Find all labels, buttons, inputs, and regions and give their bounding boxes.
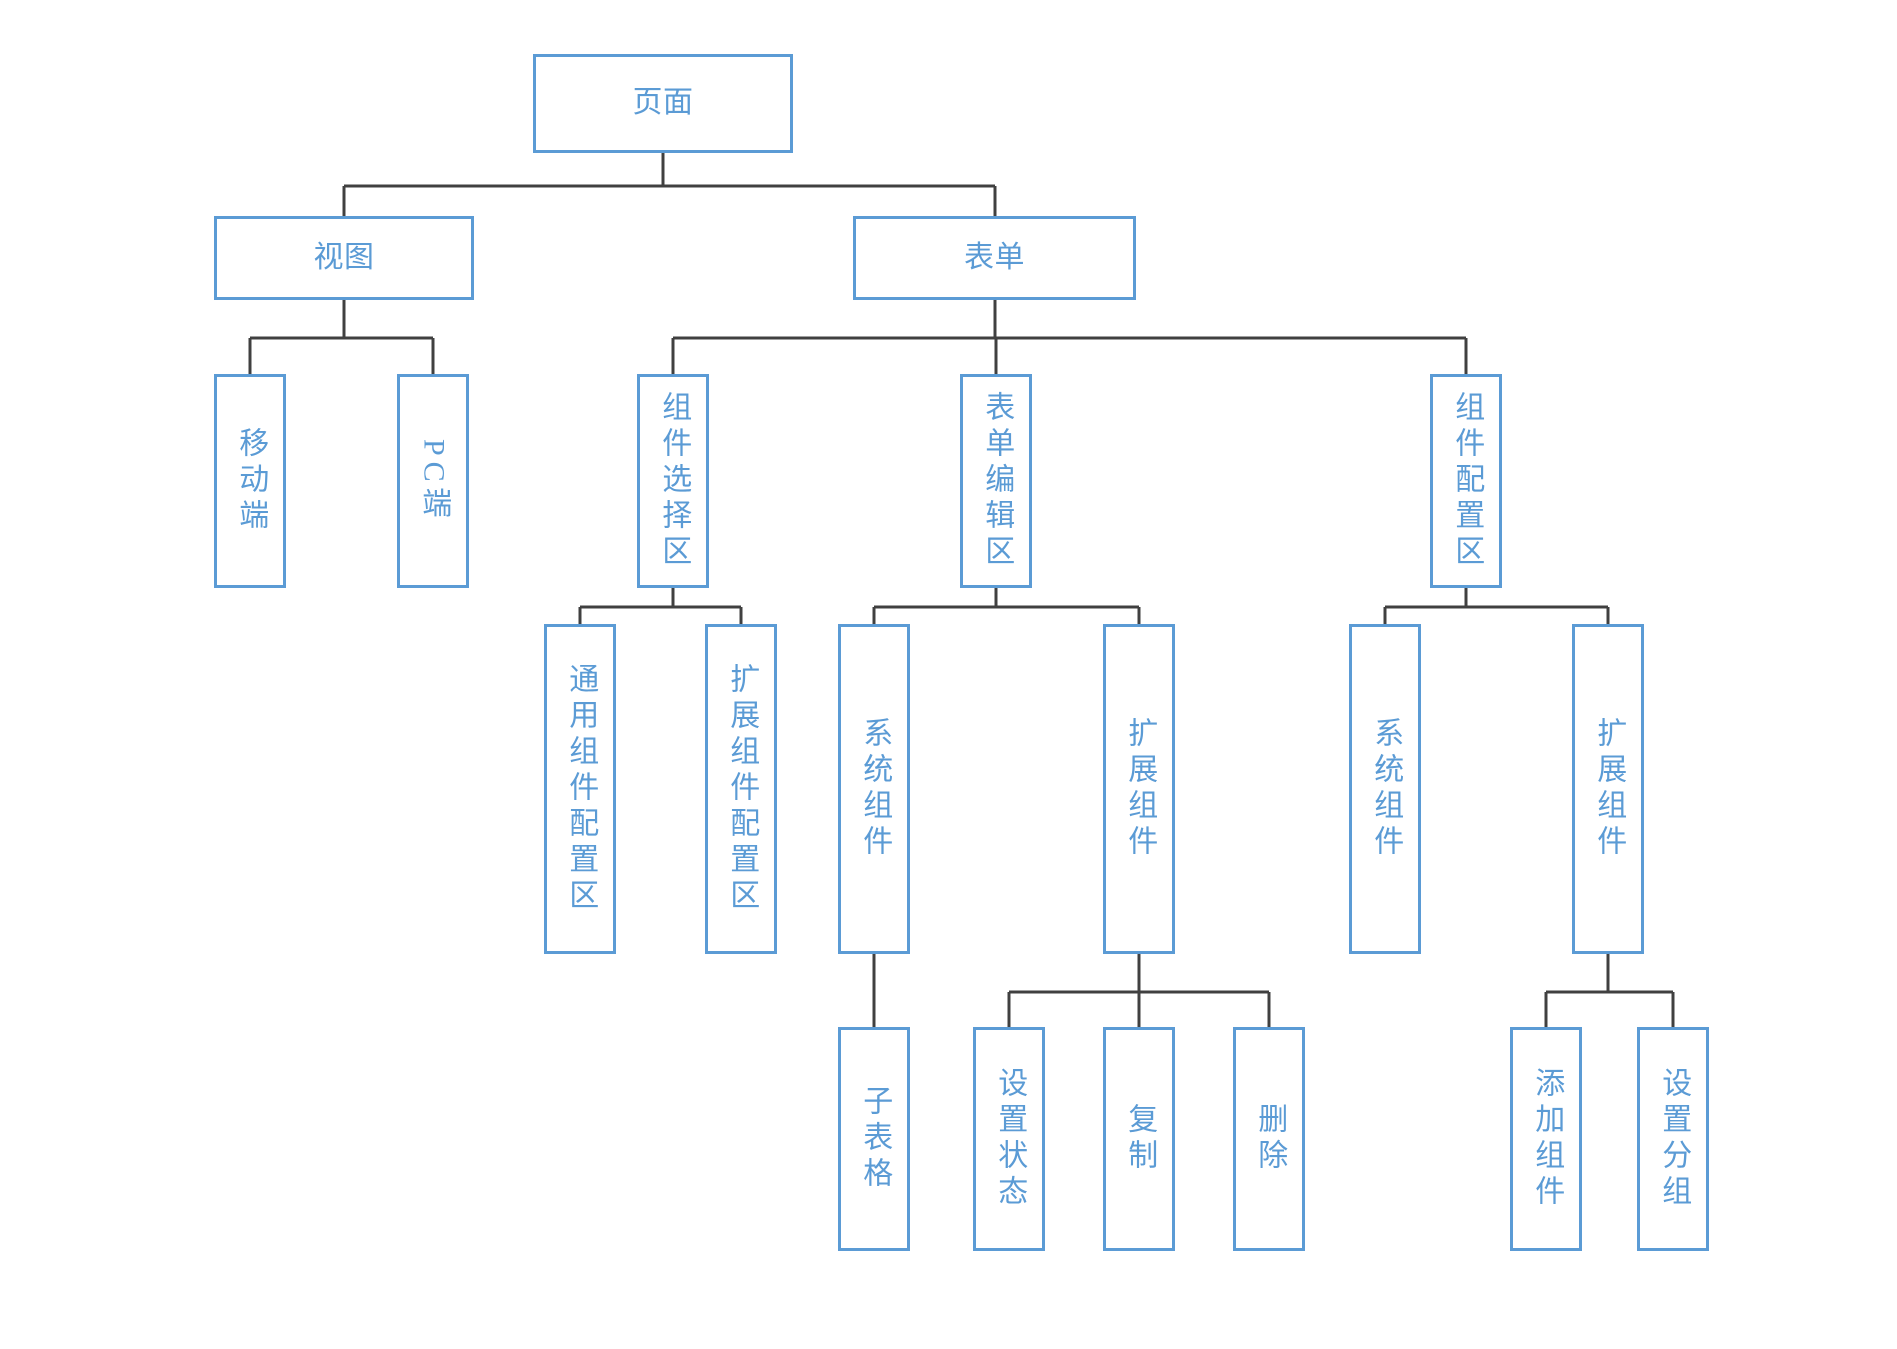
node-label-ext-comp-edit: 扩展组件 <box>1123 717 1157 861</box>
node-label-delete: 删除 <box>1253 1103 1287 1175</box>
node-set-group[interactable]: 设置分组 <box>1637 1027 1709 1251</box>
node-copy[interactable]: 复制 <box>1103 1027 1175 1251</box>
node-label-sub-table: 子表格 <box>858 1085 892 1193</box>
node-sys-comp-edit[interactable]: 系统组件 <box>838 624 910 954</box>
node-label-view: 视图 <box>313 240 375 274</box>
node-label-pc: PC端 <box>417 438 451 524</box>
node-label-add-comp: 添加组件 <box>1530 1067 1564 1211</box>
node-label-set-group: 设置分组 <box>1657 1067 1691 1211</box>
node-form-edit[interactable]: 表单编辑区 <box>960 374 1032 588</box>
node-label-general-cfg: 通用组件配置区 <box>564 663 598 915</box>
node-label-mobile: 移动端 <box>234 427 268 535</box>
node-ext-comp-cfg[interactable]: 扩展组件 <box>1572 624 1644 954</box>
node-add-comp[interactable]: 添加组件 <box>1510 1027 1582 1251</box>
node-label-form: 表单 <box>964 240 1025 274</box>
node-label-set-status: 设置状态 <box>993 1067 1027 1211</box>
node-form[interactable]: 表单 <box>853 216 1136 300</box>
node-ext-comp-edit[interactable]: 扩展组件 <box>1103 624 1175 954</box>
node-sys-comp-cfg[interactable]: 系统组件 <box>1349 624 1421 954</box>
node-ext-cfg[interactable]: 扩展组件配置区 <box>705 624 777 954</box>
node-mobile[interactable]: 移动端 <box>214 374 286 588</box>
node-label-ext-cfg: 扩展组件配置区 <box>725 663 759 915</box>
node-label-sys-comp-edit: 系统组件 <box>858 717 892 861</box>
node-page[interactable]: 页面 <box>533 54 793 153</box>
node-view[interactable]: 视图 <box>214 216 474 300</box>
node-general-cfg[interactable]: 通用组件配置区 <box>544 624 616 954</box>
node-label-comp-config: 组件配置区 <box>1450 391 1484 571</box>
node-comp-select[interactable]: 组件选择区 <box>637 374 709 588</box>
node-set-status[interactable]: 设置状态 <box>973 1027 1045 1251</box>
node-label-form-edit: 表单编辑区 <box>980 391 1014 571</box>
node-pc[interactable]: PC端 <box>397 374 469 588</box>
node-label-comp-select: 组件选择区 <box>657 391 691 571</box>
node-label-sys-comp-cfg: 系统组件 <box>1369 717 1403 861</box>
node-sub-table[interactable]: 子表格 <box>838 1027 910 1251</box>
node-label-copy: 复制 <box>1123 1103 1157 1175</box>
node-delete[interactable]: 删除 <box>1233 1027 1305 1251</box>
node-label-page: 页面 <box>632 86 694 120</box>
node-label-ext-comp-cfg: 扩展组件 <box>1592 717 1626 861</box>
node-comp-config[interactable]: 组件配置区 <box>1430 374 1502 588</box>
